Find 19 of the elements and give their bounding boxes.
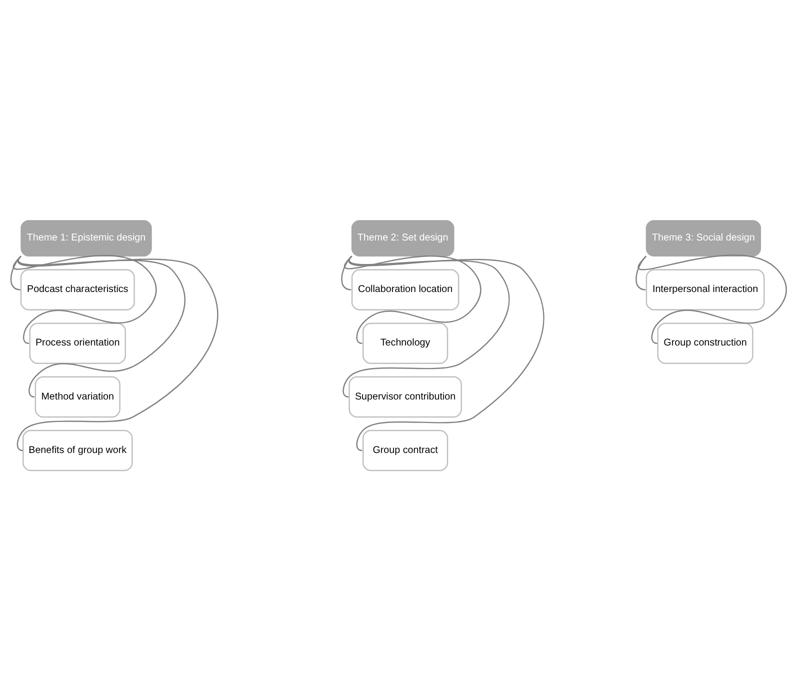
node-box: Technology <box>362 322 448 364</box>
connector <box>344 255 482 344</box>
node-box: Process orientation <box>29 322 126 364</box>
node-box: Benefits of group work <box>22 429 133 471</box>
node-box: Theme 2: Set design <box>351 220 454 256</box>
connector <box>14 254 157 344</box>
node-box: Supervisor contribution <box>348 376 462 418</box>
node-box: Podcast characteristics <box>20 268 135 310</box>
connector <box>16 255 218 451</box>
node-box: Theme 1: Epistemic design <box>20 220 152 256</box>
node-box: Collaboration location <box>351 268 460 310</box>
node-box: Theme 3: Social design <box>646 220 762 256</box>
connector <box>342 255 510 397</box>
node-box: Group contract <box>362 429 448 471</box>
node-box: Group construction <box>657 322 754 364</box>
connector <box>348 255 544 451</box>
connector <box>638 254 787 344</box>
node-box: Interpersonal interaction <box>646 268 765 310</box>
node-box: Method variation <box>34 376 120 418</box>
